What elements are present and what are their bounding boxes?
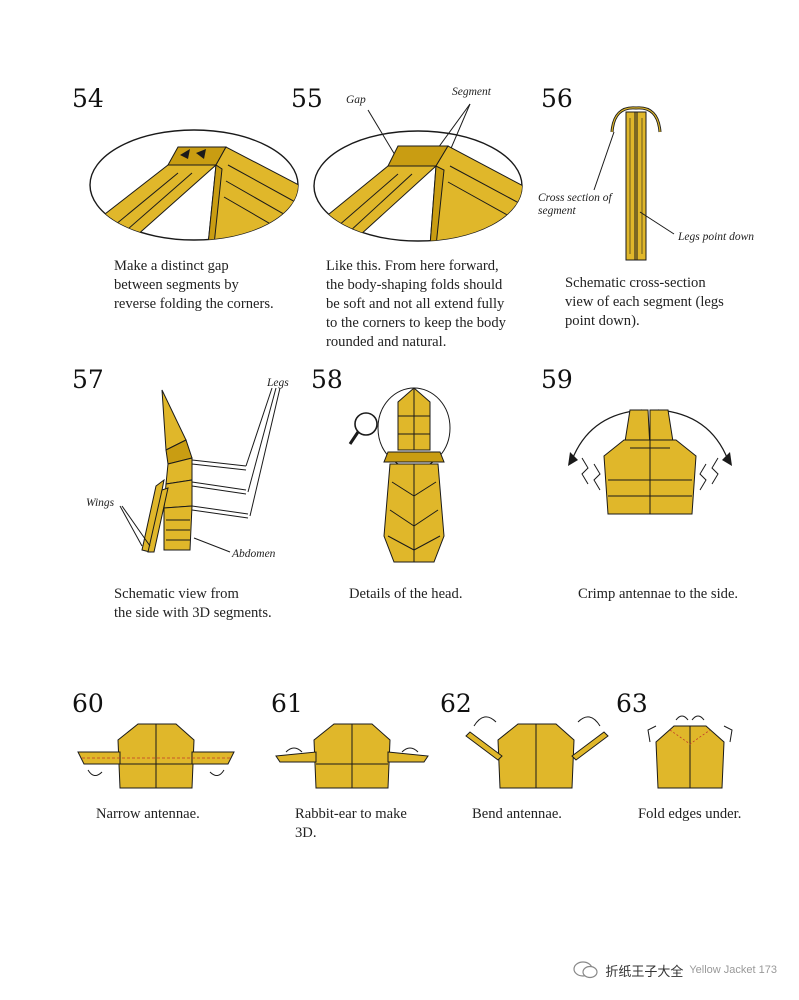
step-caption: Fold edges under. [638,806,742,822]
step-number: 60 [72,689,104,718]
label-abdomen: Abdomen [232,548,276,560]
step-57-diagram [119,387,281,553]
step-caption: Bend antennae. [472,806,562,822]
step-62-diagram [465,716,609,789]
step-number: 55 [291,84,323,113]
step-caption: Schematic view from the side with 3D seg… [114,586,272,621]
label-legs-point-down: Legs point down [678,231,755,243]
label-cross-section: Cross section of segment [538,192,612,217]
watermark-text: 折纸王子大全 [605,963,684,979]
wechat-icon [573,961,598,979]
magnifier-icon [354,412,378,436]
step-number: 57 [72,365,104,394]
step-caption: Rabbit-ear to make 3D. [295,806,407,841]
label-legs: Legs [267,377,289,389]
page-running-head: Yellow Jacket 173 [689,964,777,976]
step-caption: Make a distinct gap between segments by … [114,258,274,312]
label-segment: Segment [452,86,491,98]
step-60-diagram [77,723,235,789]
step-number: 58 [311,365,343,394]
step-61-diagram [275,723,429,789]
footer: 折纸王子大全 Yellow Jacket 173 [573,960,777,980]
step-caption: Like this. From here forward, the body-s… [326,258,506,350]
step-number: 59 [541,365,573,394]
step-number: 54 [72,84,104,113]
step-caption: Schematic cross-section view of each seg… [565,275,724,329]
step-58-diagram [348,387,451,563]
step-56-diagram [593,106,675,261]
step-caption: Details of the head. [349,586,463,602]
step-number: 61 [271,689,303,718]
step-55-diagram [313,103,523,242]
step-caption: Crimp antennae to the side. [578,586,739,602]
step-54-diagram [89,129,299,241]
label-gap: Gap [346,94,366,106]
step-number: 63 [616,689,648,718]
label-wings: Wings [86,497,115,509]
step-59-diagram [568,409,732,515]
step-number: 62 [440,689,472,718]
step-number: 56 [541,84,573,113]
step-caption: Narrow antennae. [96,806,200,822]
step-63-diagram [647,715,733,789]
